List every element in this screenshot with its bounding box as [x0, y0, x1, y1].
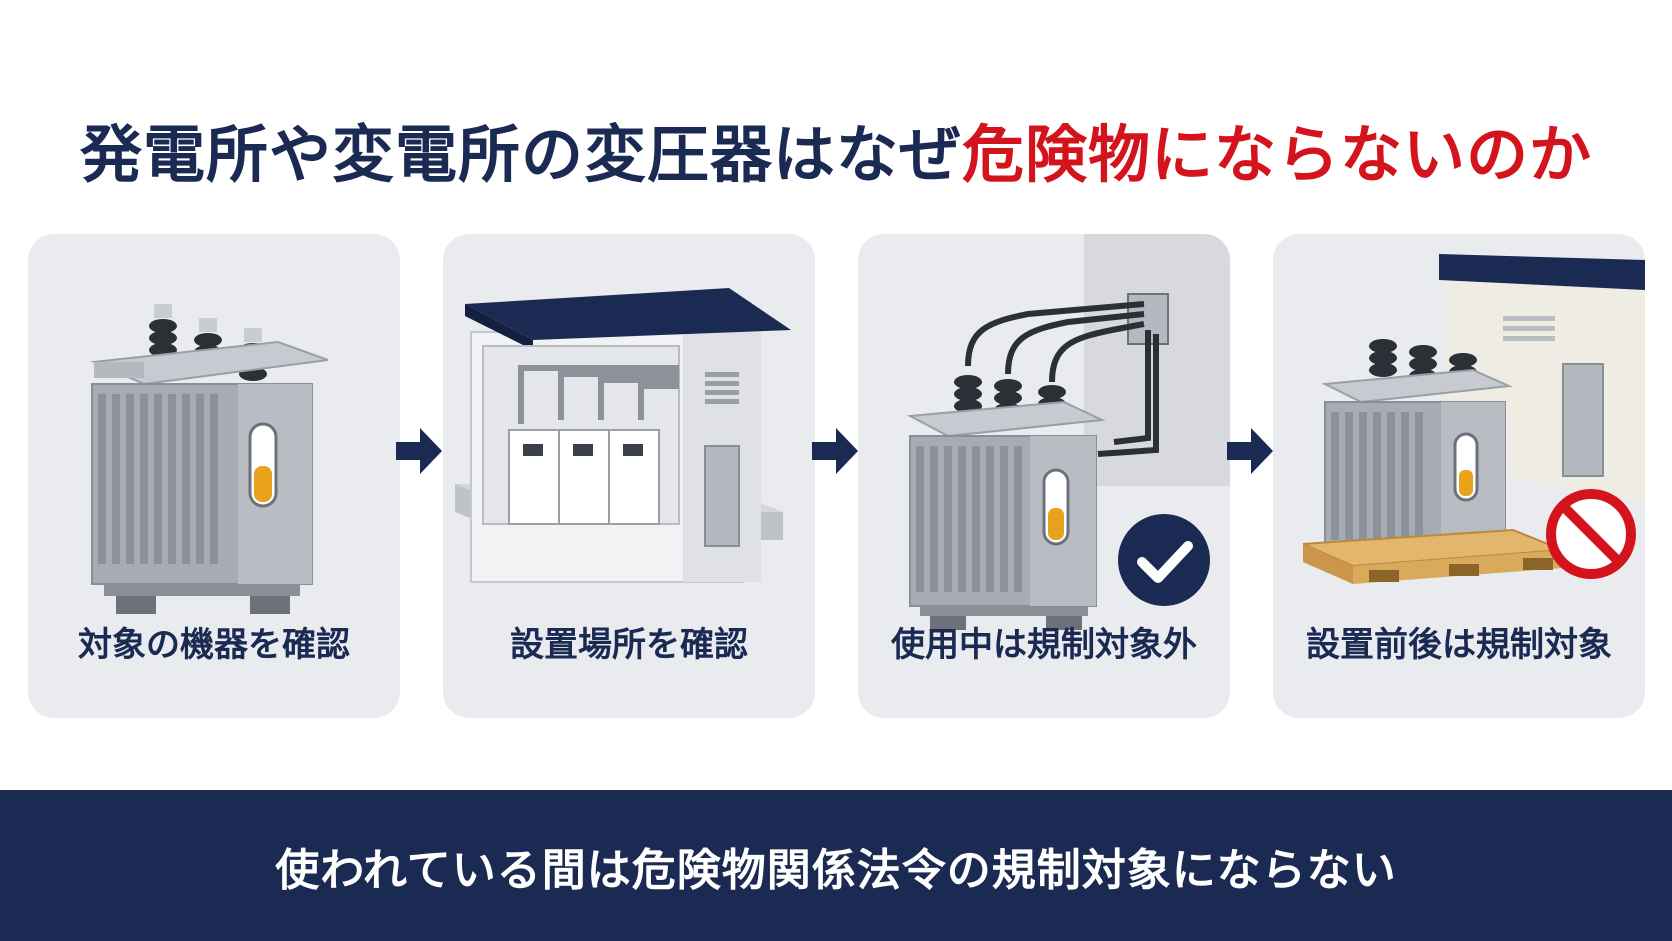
step-card-3: 使用中は規制対象外	[858, 234, 1230, 718]
step-card-4: 設置前後は規制対象	[1273, 234, 1645, 718]
step-label-1: 対象の機器を確認	[78, 625, 350, 665]
step-label-4: 設置前後は規制対象	[1306, 625, 1612, 665]
oil-transformer-icon	[90, 304, 329, 614]
connected-transformer-check-icon	[906, 234, 1230, 630]
banner-text: 使われている間は危険物関係法令の規制対象にならない	[275, 844, 1397, 896]
title-main: 発電所や変電所の変圧器はなぜ	[79, 118, 962, 191]
step-card-1: 対象の機器を確認	[28, 234, 400, 718]
page-title: 発電所や変電所の変圧器はなぜ危険物にならないのか	[0, 104, 1672, 194]
transformer-on-pallet-prohibited-icon	[1302, 254, 1645, 584]
step-card-2: 設置場所を確認	[443, 234, 815, 718]
substation-building-icon	[455, 288, 791, 583]
arrow-right-icon	[1223, 424, 1277, 482]
title-accent: 危険物にならないのか	[962, 118, 1593, 191]
arrow-right-icon	[392, 424, 446, 482]
step-label-3: 使用中は規制対象外	[891, 625, 1197, 665]
arrow-right-icon	[808, 424, 862, 482]
conclusion-banner: 使われている間は危険物関係法令の規制対象にならない	[0, 790, 1672, 941]
step-label-2: 設置場所を確認	[510, 625, 748, 665]
